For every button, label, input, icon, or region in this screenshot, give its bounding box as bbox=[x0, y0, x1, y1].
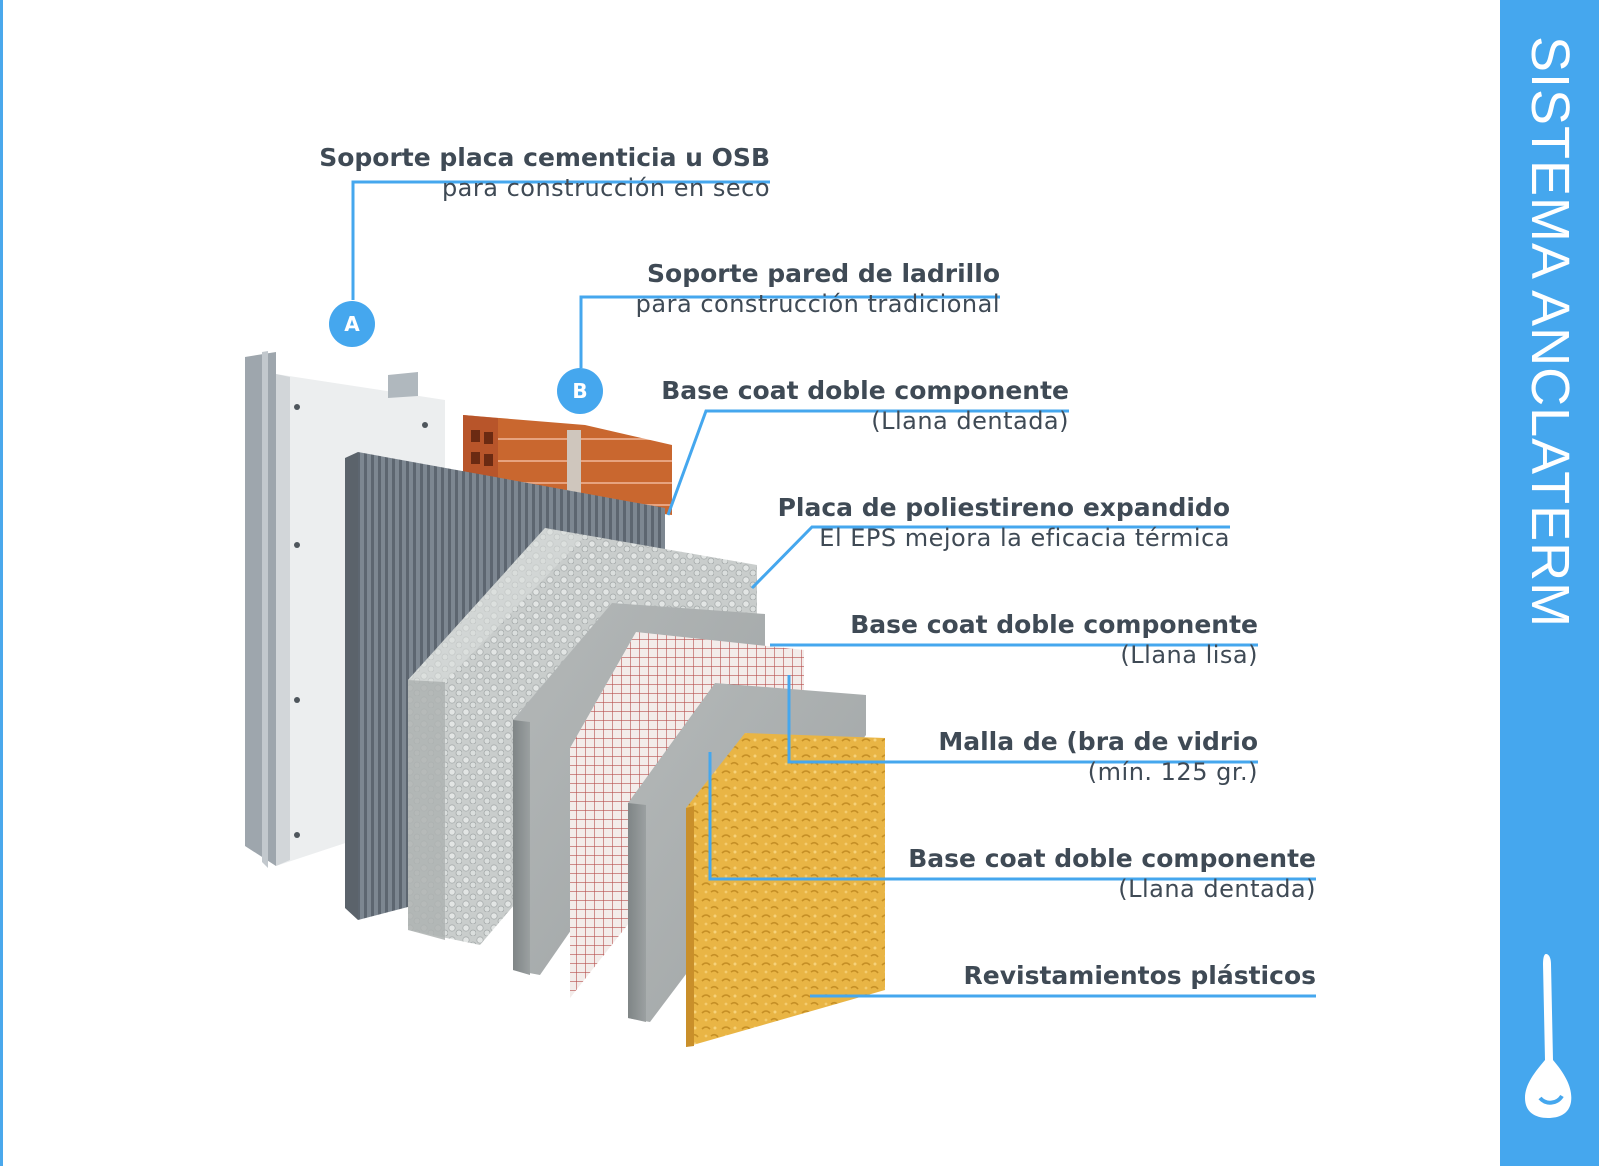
label-cement-board: Soporte placa cementicia u OSB para cons… bbox=[319, 143, 770, 203]
label-base-coat-3-sub: (Llana dentada) bbox=[1118, 875, 1316, 903]
label-base-coat-1-title: Base coat doble componente bbox=[661, 376, 1069, 405]
badge-b: B bbox=[557, 368, 603, 414]
label-plastic-finish-title: Revistamientos plásticos bbox=[963, 961, 1316, 990]
side-title: SISTEMA ANCLATERM bbox=[1520, 36, 1580, 629]
label-brick-wall-title: Soporte pared de ladrillo bbox=[647, 259, 1000, 288]
label-eps-sub: El EPS mejora la eficacia térmica bbox=[819, 524, 1230, 552]
label-base-coat-2-title: Base coat doble componente bbox=[850, 610, 1258, 639]
leader-lines bbox=[351, 180, 1316, 998]
label-cement-board-title: Soporte placa cementicia u OSB bbox=[319, 143, 770, 172]
label-plastic-finish: Revistamientos plásticos bbox=[964, 961, 1316, 991]
badge-a: A bbox=[329, 301, 375, 347]
label-base-coat-3-title: Base coat doble componente bbox=[908, 844, 1316, 873]
plastic-finish-layer bbox=[686, 733, 885, 1047]
badge-b-circle bbox=[557, 368, 603, 414]
label-mesh-sub: (mín. 125 gr.) bbox=[1087, 758, 1258, 786]
label-base-coat-1-sub: (Llana dentada) bbox=[871, 407, 1069, 435]
label-brick-wall: Soporte pared de ladrillo para construcc… bbox=[636, 259, 1000, 319]
label-mesh: Malla de (bra de vidrio (mín. 125 gr.) bbox=[938, 727, 1258, 787]
label-brick-wall-sub: para construcción tradicional bbox=[635, 290, 1000, 318]
left-edge-rule bbox=[0, 0, 3, 1166]
label-cement-board-sub: para construcción en seco bbox=[441, 174, 770, 202]
drop-logo-icon bbox=[1525, 954, 1572, 1118]
label-base-coat-2: Base coat doble componente (Llana lisa) bbox=[850, 610, 1258, 670]
badge-b-letter: B bbox=[572, 379, 587, 403]
label-base-coat-2-sub: (Llana lisa) bbox=[1120, 641, 1258, 669]
label-eps: Placa de poliestireno expandido El EPS m… bbox=[778, 493, 1230, 553]
badge-a-circle bbox=[329, 301, 375, 347]
label-mesh-title: Malla de (bra de vidrio bbox=[938, 727, 1258, 756]
label-base-coat-3: Base coat doble componente (Llana dentad… bbox=[908, 844, 1316, 904]
label-eps-title: Placa de poliestireno expandido bbox=[777, 493, 1230, 522]
label-base-coat-1: Base coat doble componente (Llana dentad… bbox=[661, 376, 1069, 436]
badge-a-letter: A bbox=[344, 312, 360, 336]
